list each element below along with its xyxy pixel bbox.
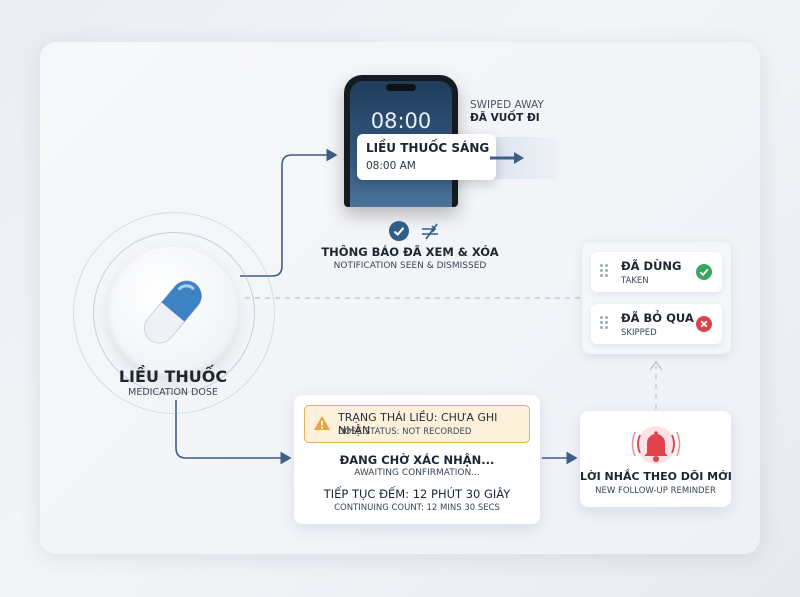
halo-ring (73, 212, 275, 414)
lockscreen-clock: 08:00 (370, 109, 432, 133)
dismiss-icon (422, 223, 438, 240)
count-label-en: CONTINUING COUNT: 12 MINS 30 SECS (334, 503, 500, 513)
check-icon (389, 221, 409, 241)
status-warning-en: DOSE STATUS: NOT RECORDED (338, 427, 472, 437)
notification-card[interactable]: LIỀU THUỐC SÁNG 08:00 AM (357, 134, 496, 180)
x-icon (696, 316, 712, 332)
notification-title: LIỀU THUỐC SÁNG (366, 141, 490, 155)
medication-subtitle: MEDICATION DOSE (128, 387, 218, 398)
swipe-arrow-icon (490, 152, 524, 164)
option-label-vi: ĐÃ DÙNG (621, 259, 682, 273)
reminder-label-vi: LỜI NHẮC THEO DÕI MỚI (580, 470, 732, 483)
drag-handle-icon (600, 264, 608, 278)
option-label-vi: ĐÃ BỎ QUA (621, 311, 694, 325)
swiped-label-en: SWIPED AWAY (470, 99, 544, 111)
medication-title: LIỀU THUỐC (118, 367, 228, 386)
medication-node (111, 250, 235, 374)
seen-label-vi: THÔNG BÁO ĐÃ XEM & XÓA (321, 245, 499, 259)
follow-up-reminder: LỜI NHẮC THEO DÕI MỚI NEW FOLLOW-UP REMI… (580, 411, 732, 507)
swiped-label-vi: ĐÃ VUỐT ĐI (470, 112, 540, 124)
drag-handle-icon (600, 316, 608, 330)
halo-ring (93, 232, 255, 394)
dose-status-box: TRẠNG THÁI LIỀU: CHƯA GHI NHẬN DOSE STAT… (294, 395, 540, 524)
option-skipped[interactable]: ĐÃ BỎ QUA SKIPPED (591, 304, 722, 344)
awaiting-label-vi: ĐANG CHỜ XÁC NHẬN... (339, 453, 495, 467)
option-label-en: SKIPPED (621, 328, 657, 338)
count-label-vi: TIẾP TỤC ĐẾM: 12 PHÚT 30 GIÂY (323, 487, 511, 501)
reminder-label-en: NEW FOLLOW-UP REMINDER (595, 486, 716, 496)
status-warning-vi: TRẠNG THÁI LIỀU: CHƯA GHI NHẬN (338, 411, 498, 437)
option-label-en: TAKEN (621, 276, 649, 286)
pill-icon (144, 280, 202, 344)
phone-notch (386, 84, 416, 91)
seen-label-en: NOTIFICATION SEEN & DISMISSED (333, 261, 487, 271)
status-warning-banner: TRẠNG THÁI LIỀU: CHƯA GHI NHẬN DOSE STAT… (304, 405, 530, 443)
confirmation-options: ĐÃ DÙNG TAKEN ĐÃ BỎ QUA SKIPPED (582, 242, 731, 354)
awaiting-label-en: AWAITING CONFIRMATION... (354, 468, 480, 478)
check-icon (696, 264, 712, 280)
warning-icon (314, 416, 330, 430)
option-taken[interactable]: ĐÃ DÙNG TAKEN (591, 252, 722, 292)
notification-time: 08:00 AM (366, 160, 416, 172)
bell-icon (631, 426, 681, 464)
